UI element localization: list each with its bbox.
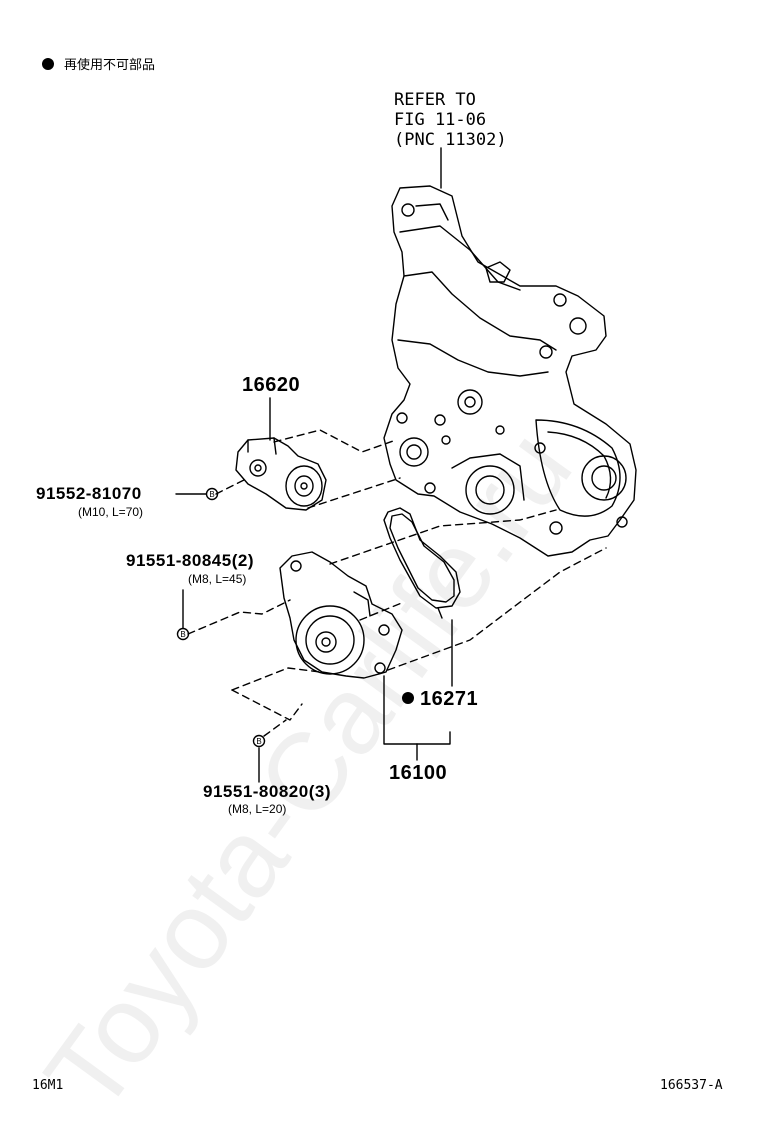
timing-chain-cover bbox=[383, 185, 637, 557]
bolt-marker-2-label: B bbox=[180, 630, 185, 639]
bolt-marker-2-icon bbox=[176, 627, 190, 641]
legend-text: 再使用不可部品 bbox=[64, 58, 156, 73]
spec-91552-81070: (M10, L=70) bbox=[78, 505, 144, 519]
refer-note: REFER TO FIG 11-06 (PNC 11302) bbox=[394, 90, 507, 150]
part-16271: 16271 bbox=[402, 688, 478, 711]
legend-dot-icon bbox=[42, 57, 54, 70]
legend: 再使用不可部品 bbox=[42, 54, 155, 73]
part-91551-80820: 91551-80820(3) bbox=[203, 782, 331, 801]
spec-91551-80820: (M8, L=20) bbox=[228, 802, 287, 816]
assembly-dashed-lines bbox=[187, 429, 607, 737]
belt-tensioner bbox=[235, 437, 327, 511]
water-pump-gasket bbox=[383, 507, 461, 619]
part-16271-label: 16271 bbox=[420, 688, 479, 710]
part-16620: 16620 bbox=[242, 374, 301, 396]
bolt-marker-3-icon bbox=[252, 734, 266, 748]
bolt-marker-1-label: B bbox=[209, 490, 214, 499]
water-pump bbox=[279, 551, 403, 679]
part-16100: 16100 bbox=[389, 762, 448, 784]
footer-right-code: 166537-A bbox=[660, 1078, 723, 1093]
footer-left-code: 16M1 bbox=[32, 1078, 64, 1093]
part-91552-81070: 91552-81070 bbox=[36, 484, 142, 503]
part-91551-80845: 91551-80845(2) bbox=[126, 551, 254, 570]
bolt-marker-1-icon bbox=[205, 487, 219, 501]
spec-91551-80845: (M8, L=45) bbox=[188, 572, 247, 586]
bolt-marker-3-label: B bbox=[256, 737, 261, 746]
parts-diagram: B B B bbox=[175, 147, 637, 783]
non-reusable-dot-icon bbox=[402, 691, 414, 704]
